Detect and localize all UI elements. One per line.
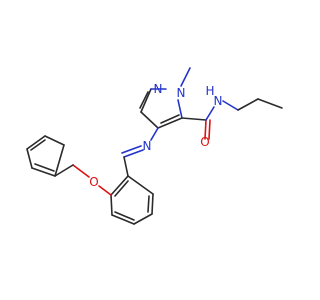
bond: [140, 111, 159, 129]
bond: [26, 135, 46, 150]
bond: [44, 135, 65, 146]
bond: [31, 167, 56, 177]
bond: [54, 144, 65, 177]
bond: [114, 211, 135, 221]
bond: [204, 119, 207, 140]
bond: [205, 106, 215, 121]
bond: [160, 114, 180, 124]
atom-n-amide: N: [214, 94, 223, 108]
bond: [98, 185, 112, 196]
molecule-diagram: N N N H O N O: [26, 67, 283, 225]
bond: [147, 195, 150, 213]
bond: [72, 164, 90, 178]
atom-o-carbonyl: O: [200, 135, 209, 149]
bond: [127, 175, 154, 195]
bond: [237, 98, 259, 111]
imine-linker: [121, 127, 159, 177]
bond: [34, 163, 55, 172]
bond: [123, 149, 144, 158]
atom-n-imine: N: [143, 139, 152, 153]
n-methyl-bond: [180, 67, 191, 87]
bond: [30, 139, 46, 151]
atom-n-pyrazole-2: N: [154, 82, 163, 96]
bond: [177, 99, 183, 119]
bond: [157, 117, 183, 129]
bond: [139, 91, 149, 109]
phenol-ether-ring: [110, 175, 154, 225]
bond: [121, 145, 142, 154]
structure-svg: N N N H O N O: [26, 67, 283, 225]
bond: [133, 213, 153, 225]
atom-n-pyrazole-1: N: [177, 86, 186, 100]
bond: [181, 117, 207, 121]
bond: [123, 156, 129, 177]
bond: [222, 100, 239, 111]
atom-h-amide: H: [205, 84, 214, 98]
bond: [150, 127, 159, 141]
bond: [54, 164, 74, 177]
bond: [110, 175, 129, 196]
bond: [151, 193, 154, 215]
bond: [257, 98, 283, 109]
bond: [140, 88, 152, 113]
bond: [114, 180, 129, 197]
bond: [111, 214, 135, 225]
propyl-amide-group: [181, 98, 283, 140]
bond: [26, 148, 33, 169]
atom-o-ether: O: [89, 175, 98, 189]
bond: [208, 119, 211, 140]
benzyl-phenyl-ring: [26, 135, 74, 177]
pyrazole-ring: [139, 88, 183, 129]
bond: [110, 194, 113, 216]
benzyl-ether-link: [72, 164, 112, 196]
